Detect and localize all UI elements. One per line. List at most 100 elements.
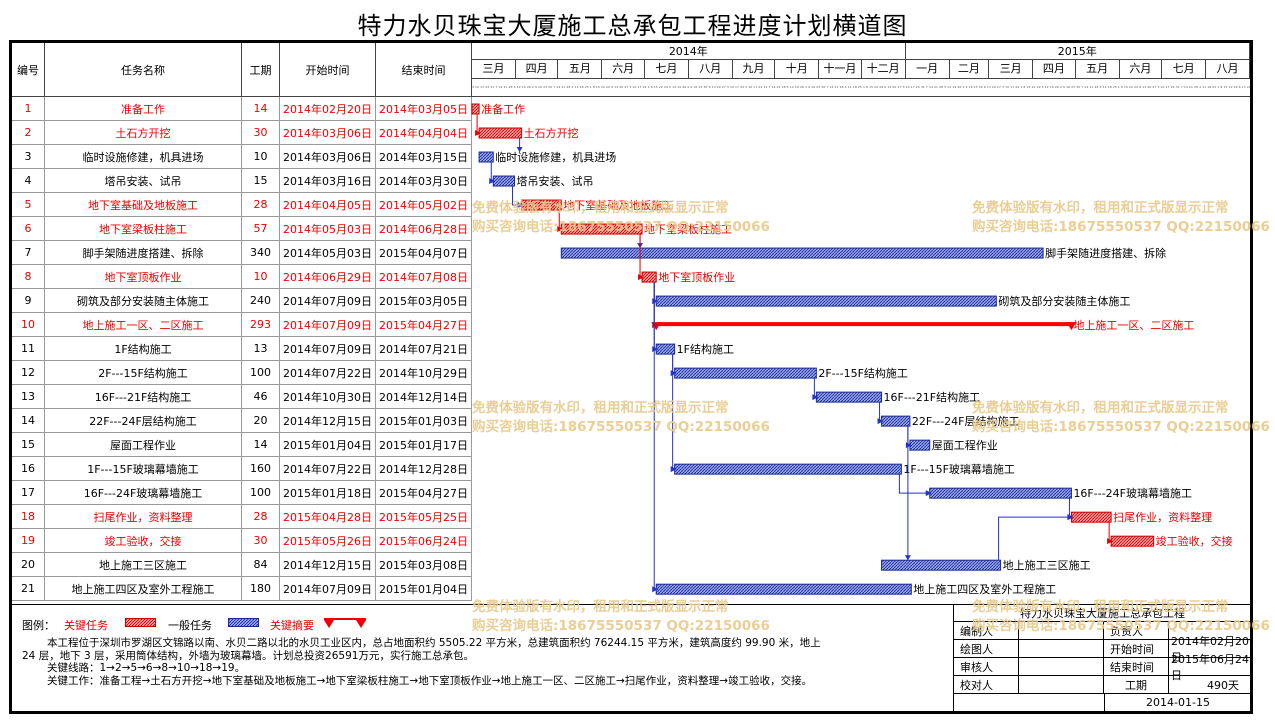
- task-start-cell: 2014年07月09日: [280, 577, 376, 602]
- task-no-cell: 14: [12, 409, 45, 434]
- bar-label: 22F---24F层结构施工: [912, 414, 1020, 428]
- watermark-text: 免费体验版有水印，租用和正式版显示正常: [472, 400, 729, 416]
- dependency-link: [898, 474, 931, 494]
- legend-divider: [12, 604, 1250, 605]
- legend-milestone-label: 关键摘要: [270, 619, 314, 632]
- watermark-text: 免费体验版有水印，租用和正式版显示正常: [972, 400, 1229, 416]
- task-end-cell: 2014年10月29日: [376, 361, 472, 386]
- dependency-arrow: [812, 394, 819, 401]
- title-block-date: 2014-01-15: [1104, 694, 1251, 711]
- task-no-cell: 3: [12, 145, 45, 170]
- bar-label: 16F---21F结构施工: [884, 390, 981, 404]
- task-no-cell: 19: [12, 529, 45, 554]
- task-dur-cell: 20: [242, 409, 280, 434]
- description-line-4: 关键工作：准备工程→土石方开挖→地下室基础及地板施工→地下室梁板柱施工→地下室顶…: [47, 674, 813, 687]
- bar-label: 塔吊安装、试吊: [517, 174, 594, 188]
- title-block: 特力水贝珠宝大厦施工总承包工程 编制人 负责人 绘图人 开始时间 2014年02…: [953, 604, 1251, 711]
- header-name: 任务名称: [45, 43, 242, 97]
- task-start-cell: 2014年05月03日: [280, 217, 376, 242]
- task-start-cell: 2014年12月15日: [280, 409, 376, 434]
- task-no-cell: 17: [12, 481, 45, 506]
- project-description: 本工程位于深圳市罗湖区文锦路以南、水贝二路以北的水贝工业区内，总占地面积约 55…: [22, 637, 942, 687]
- task-bar: [674, 463, 902, 475]
- task-dur-cell: 100: [242, 361, 280, 386]
- task-bar: [492, 175, 516, 187]
- description-line-3: 关键线路：1→2→5→6→8→10→18→19。: [47, 662, 246, 674]
- month-header: 三月: [989, 60, 1034, 79]
- watermark-2: 免费体验版有水印，租用和正式版显示正常购买咨询电话:18675550537 QQ…: [972, 199, 1270, 237]
- task-bar: [478, 151, 494, 163]
- dependency-arrow: [517, 202, 524, 209]
- task-name-cell: 16F---21F结构施工: [45, 385, 242, 410]
- task-start-cell: 2014年07月09日: [280, 313, 376, 338]
- task-dur-cell: 57: [242, 217, 280, 242]
- task-no-cell: 1: [12, 97, 45, 121]
- task-name-cell: 脚手架随进度搭建、拆除: [45, 241, 242, 266]
- bar-label: 脚手架随进度搭建、拆除: [1045, 246, 1166, 260]
- task-name-cell: 1F---15F玻璃幕墙施工: [45, 457, 242, 482]
- task-start-cell: 2014年12月15日: [280, 553, 376, 578]
- bar-label: 地上施工三区施工: [1003, 559, 1091, 572]
- task-name-cell: 地下室基础及地板施工: [45, 193, 242, 218]
- end-label: 结束时间: [1104, 658, 1169, 676]
- task-end-cell: 2014年07月08日: [376, 265, 472, 290]
- watermark-text: 免费体验版有水印，租用和正式版显示正常: [472, 200, 729, 216]
- bar-label: 16F---24F玻璃幕墙施工: [1073, 486, 1192, 500]
- task-name-cell: 砌筑及部分安装随主体施工: [45, 289, 242, 314]
- dependency-arrow: [670, 466, 677, 473]
- header-no: 编号: [12, 43, 45, 97]
- dependency-arrow: [557, 226, 564, 233]
- task-end-cell: 2015年01月03日: [376, 409, 472, 434]
- reviewer-value: [1019, 658, 1104, 676]
- task-bar: [655, 295, 997, 307]
- legend-label: 图例：: [22, 619, 55, 632]
- task-end-cell: 2015年04月07日: [376, 241, 472, 266]
- task-no-cell: 21: [12, 577, 45, 602]
- month-header: 十月: [775, 60, 820, 79]
- legend-critical-label: 关键任务: [64, 619, 108, 632]
- dependency-arrow: [1107, 538, 1114, 545]
- task-dur-cell: 160: [242, 457, 280, 482]
- month-header: 十一月: [819, 60, 862, 79]
- task-name-cell: 22F---24F层结构施工: [45, 409, 242, 434]
- task-bar: [655, 583, 912, 595]
- task-start-cell: 2014年02月20日: [280, 97, 376, 121]
- month-header: 六月: [602, 60, 645, 79]
- task-name-cell: 扫尾作业，资料整理: [45, 505, 242, 530]
- task-name-cell: 地上施工一区、二区施工: [45, 313, 242, 338]
- watermark-1: 免费体验版有水印，租用和正式版显示正常购买咨询电话:18675550537 QQ…: [472, 199, 770, 237]
- bar-label: 2F---15F结构施工: [818, 366, 908, 380]
- task-no-cell: 9: [12, 289, 45, 314]
- task-end-cell: 2014年03月05日: [376, 97, 472, 121]
- legend-normal-label: 一般任务: [168, 619, 212, 632]
- duration-label: 工期: [1104, 676, 1169, 694]
- task-start-cell: 2014年07月22日: [280, 361, 376, 386]
- watermark-text: 免费体验版有水印，租用和正式版显示正常: [972, 599, 1229, 615]
- watermark-text: 免费体验版有水印，租用和正式版显示正常: [472, 599, 729, 615]
- task-start-cell: 2014年07月22日: [280, 457, 376, 482]
- dependency-arrow: [1067, 514, 1074, 521]
- watermark-text: 购买咨询电话:18675550537 QQ:22150066: [472, 219, 770, 235]
- task-name-cell: 1F结构施工: [45, 337, 242, 362]
- task-dur-cell: 180: [242, 577, 280, 602]
- watermark-4: 免费体验版有水印，租用和正式版显示正常购买咨询电话:18675550537 QQ…: [972, 399, 1270, 437]
- task-name-cell: 塔吊安装、试吊: [45, 169, 242, 194]
- month-header: 四月: [515, 60, 559, 79]
- month-header: 八月: [1206, 60, 1250, 79]
- compiler-label: 编制人: [954, 622, 1019, 640]
- owner-value: [1169, 622, 1251, 640]
- watermark-text: 购买咨询电话:18675550537 QQ:22150066: [972, 618, 1270, 634]
- month-header: 十二月: [861, 60, 906, 79]
- task-no-cell: 16: [12, 457, 45, 482]
- task-bar: [929, 487, 1072, 499]
- task-dur-cell: 240: [242, 289, 280, 314]
- task-no-cell: 7: [12, 241, 45, 266]
- critical-task-bar: [641, 271, 657, 283]
- task-start-cell: 2014年03月06日: [280, 121, 376, 145]
- bar-label: 临时设施修建，机具进场: [495, 150, 616, 164]
- task-no-cell: 2: [12, 121, 45, 145]
- task-dur-cell: 293: [242, 313, 280, 338]
- task-dur-cell: 30: [242, 529, 280, 554]
- title-block-project: 特力水贝珠宝大厦施工总承包工程: [954, 604, 1251, 622]
- bar-label: 地上施工四区及室外工程施工: [913, 582, 1056, 596]
